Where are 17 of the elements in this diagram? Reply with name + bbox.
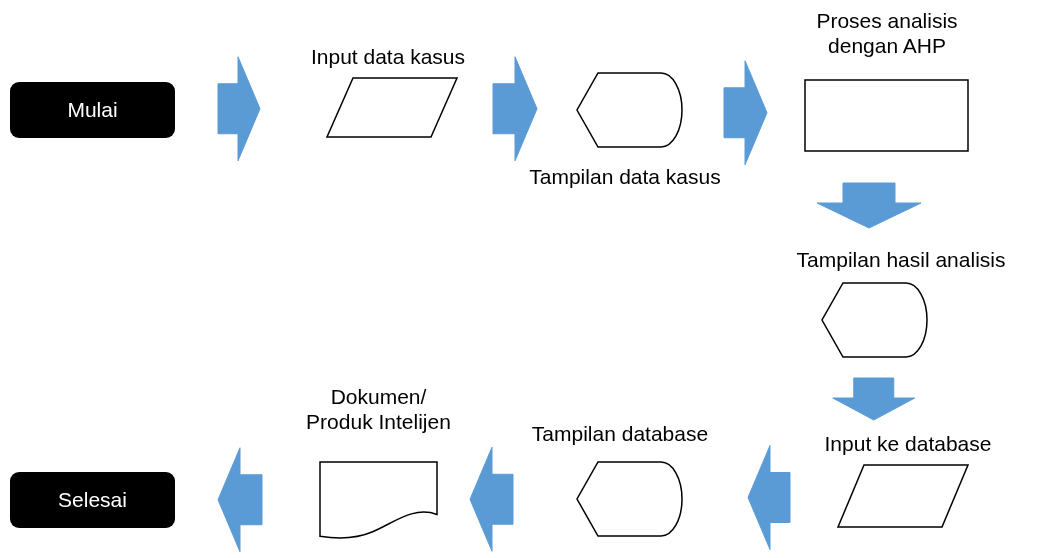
- block-arrow: [217, 56, 261, 162]
- block-arrow: [832, 377, 916, 421]
- node-label: Dokumen/ Produk Intelijen: [305, 384, 452, 435]
- node-label: Tampilan data kasus: [528, 164, 722, 190]
- block-arrow: [469, 446, 514, 552]
- node-label: Tampilan hasil analisis: [795, 247, 1007, 273]
- block-arrow: [747, 445, 791, 550]
- block-arrow: [492, 56, 538, 162]
- node-label: Input ke database: [823, 431, 993, 457]
- block-arrow: [816, 182, 922, 229]
- block-arrow: [723, 60, 768, 166]
- block-arrow: [217, 447, 263, 553]
- node-label: Proses analisis dengan AHP: [815, 8, 959, 59]
- node-label: Tampilan database: [530, 421, 710, 447]
- terminal-box: Selesai: [10, 472, 175, 528]
- node-label: Input data kasus: [309, 44, 467, 70]
- terminal-box: Mulai: [10, 82, 175, 138]
